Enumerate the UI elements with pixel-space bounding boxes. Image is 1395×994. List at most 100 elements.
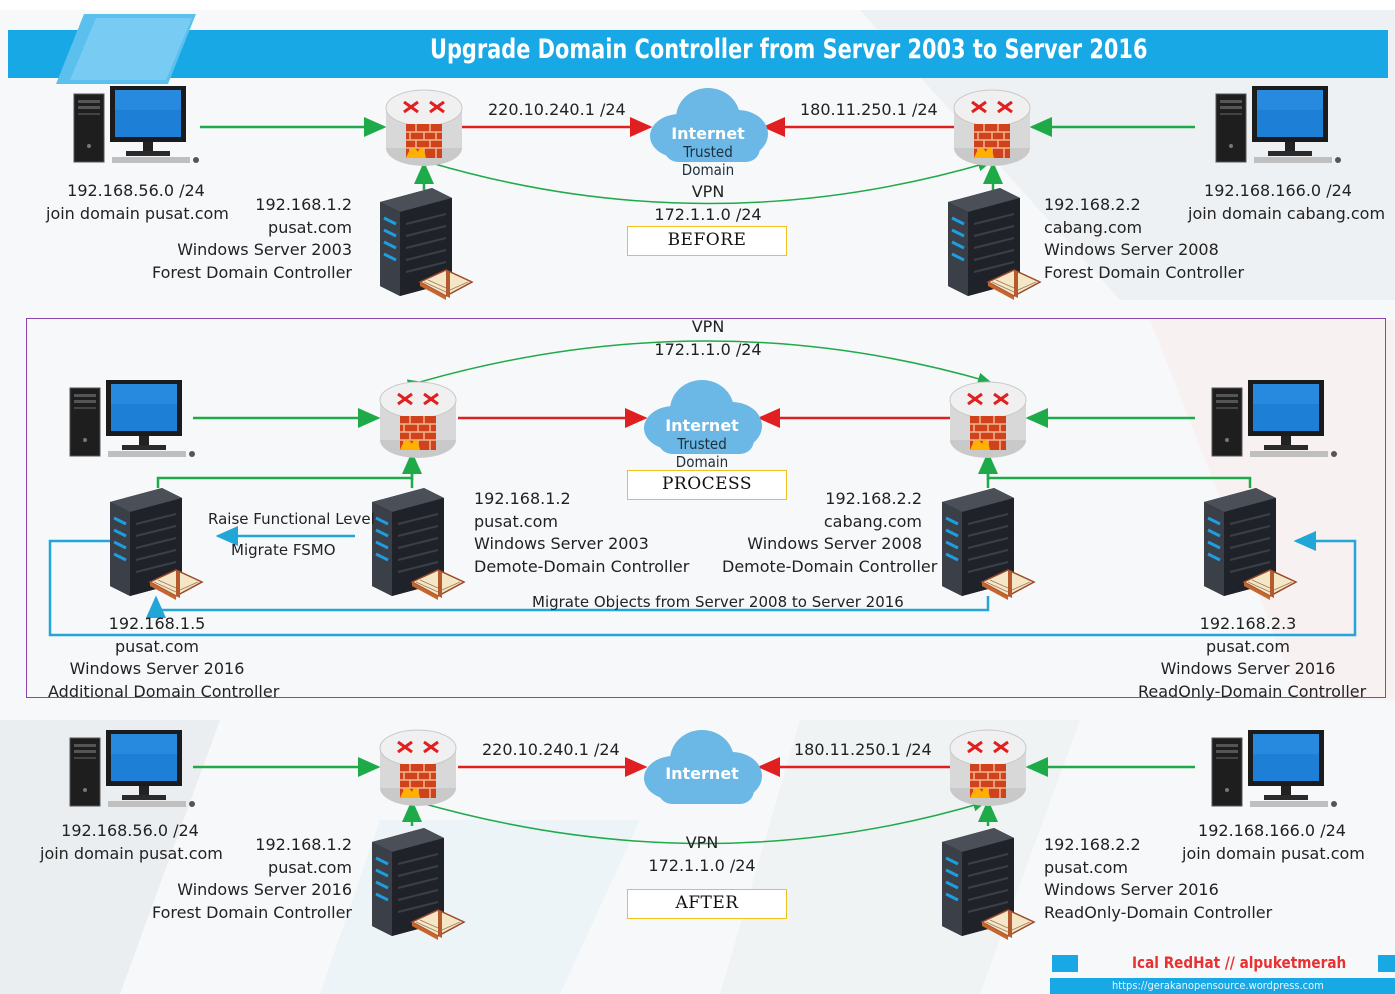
after-vpn-label: VPN 172.1.1.0 /24 <box>622 832 782 877</box>
process-left-dc-ip: 192.168.1.2 <box>474 489 571 508</box>
process-new-right-label: 192.168.2.3 pusat.com Windows Server 201… <box>1138 613 1367 703</box>
before-left-dc-role: Forest Domain Controller <box>151 262 352 282</box>
after-left-dc-domain: pusat.com <box>268 857 352 877</box>
after-right-wan-ip: 180.11.250.1 /24 <box>794 740 932 759</box>
process-right-dc-role: Demote-Domain Controller <box>722 556 938 576</box>
process-left-dc-server-icon <box>370 486 466 602</box>
before-right-dc-role: Forest Domain Controller <box>1044 262 1245 282</box>
before-right-dc-ip: 192.168.2.2 <box>1044 195 1141 214</box>
after-right-net-label: 192.168.166.0 /24 join domain pusat.com <box>1182 820 1365 865</box>
before-vpn-net: 172.1.1.0 /24 <box>654 204 762 224</box>
after-right-dc-role: ReadOnly-Domain Controller <box>1044 902 1273 922</box>
before-left-server-icon <box>378 186 474 302</box>
before-vpn-name: VPN <box>691 182 725 201</box>
after-stage-box: AFTER <box>627 889 787 919</box>
process-new-right-os: Windows Server 2016 <box>1160 659 1336 678</box>
process-raise-label: Raise Functional Level <box>208 510 375 528</box>
before-right-router-icon <box>952 88 1032 168</box>
before-right-dc-os: Windows Server 2008 <box>1044 240 1219 259</box>
before-left-wan-ip: 220.10.240.1 /24 <box>488 100 626 119</box>
after-right-dc-domain: pusat.com <box>1044 857 1128 877</box>
footer-square-right <box>1378 955 1395 972</box>
after-left-pc-icon <box>69 729 196 808</box>
after-vpn-tunnel <box>404 792 987 845</box>
process-left-dc-domain: pusat.com <box>474 511 558 531</box>
process-vpn-name: VPN <box>691 317 725 336</box>
process-new-left-os: Windows Server 2016 <box>69 659 245 678</box>
process-cloud-name: Internet <box>665 416 739 435</box>
process-left-dc-label: 192.168.1.2 pusat.com Windows Server 200… <box>474 488 689 578</box>
after-cloud-name: Internet <box>665 764 739 783</box>
after-left-dc-os: Windows Server 2016 <box>177 880 352 899</box>
before-left-net-desc: join domain pusat.com <box>46 203 229 223</box>
process-right-dc-domain: cabang.com <box>823 511 922 531</box>
before-left-router-icon <box>384 88 464 168</box>
after-right-router-icon <box>948 728 1028 808</box>
after-left-net-ip: 192.168.56.0 /24 <box>61 821 199 840</box>
after-left-dc-role: Forest Domain Controller <box>151 902 352 922</box>
process-right-dc-os: Windows Server 2008 <box>747 534 922 553</box>
process-left-dc-os: Windows Server 2003 <box>474 534 649 553</box>
after-left-router-icon <box>378 728 458 808</box>
before-cloud-label: Internet Trusted Domain <box>650 124 766 179</box>
process-new-left-role: Additional Domain Controller <box>48 681 280 701</box>
after-right-server-icon <box>940 826 1036 942</box>
footer-square-left <box>1052 955 1078 972</box>
after-left-wan-ip: 220.10.240.1 /24 <box>482 740 620 759</box>
process-vpn-label: VPN 172.1.1.0 /24 <box>628 316 788 361</box>
footer-bar <box>1050 978 1395 994</box>
before-right-server-icon <box>946 186 1042 302</box>
after-left-net-desc: join domain pusat.com <box>40 843 223 863</box>
after-right-dc-ip: 192.168.2.2 <box>1044 835 1141 854</box>
process-left-router-icon <box>378 380 458 460</box>
process-cloud-sub: Trusted Domain <box>675 435 729 471</box>
process-migrate-objects-link <box>146 595 990 618</box>
after-vpn-net: 172.1.1.0 /24 <box>648 855 756 875</box>
process-cloud-label: Internet Trusted Domain <box>644 416 760 471</box>
process-stage-box: PROCESS <box>627 470 787 500</box>
before-stage-box: BEFORE <box>627 226 787 256</box>
process-new-right-ip: 192.168.2.3 <box>1199 614 1297 633</box>
page-title: Upgrade Domain Controller from Server 20… <box>430 34 1148 65</box>
process-migrate-objects-label: Migrate Objects from Server 2008 to Serv… <box>532 593 904 611</box>
process-right-router-icon <box>948 380 1028 460</box>
before-right-dc-domain: cabang.com <box>1044 217 1143 237</box>
before-right-pc-icon <box>1215 85 1342 164</box>
after-right-dc-os: Windows Server 2016 <box>1044 880 1219 899</box>
before-right-net-label: 192.168.166.0 /24 join domain cabang.com <box>1188 180 1386 225</box>
process-new-right-domain: pusat.com <box>1206 636 1290 656</box>
title-tab-decoration <box>56 14 196 84</box>
after-left-dc-label: 192.168.1.2 pusat.com Windows Server 201… <box>150 834 352 924</box>
before-left-net-ip: 192.168.56.0 /24 <box>67 181 205 200</box>
process-fsmo-label: Migrate FSMO <box>231 541 336 559</box>
after-left-dc-ip: 192.168.1.2 <box>255 835 352 854</box>
process-right-pc-icon <box>1211 379 1338 458</box>
after-vpn-name: VPN <box>685 833 719 852</box>
before-cloud-sub: Trusted Domain <box>681 143 735 179</box>
after-left-net-label: 192.168.56.0 /24 join domain pusat.com <box>40 820 223 865</box>
process-vpn-tunnel <box>406 340 992 392</box>
before-right-net-desc: join domain cabang.com <box>1188 203 1386 223</box>
process-new-left-ip: 192.168.1.5 <box>108 614 206 633</box>
process-new-left-server-icon <box>108 486 204 602</box>
after-right-dc-label: 192.168.2.2 pusat.com Windows Server 201… <box>1044 834 1272 924</box>
process-right-dc-server-icon <box>940 486 1036 602</box>
before-left-dc-label: 192.168.1.2 pusat.com Windows Server 200… <box>150 194 352 284</box>
after-cloud-label: Internet <box>644 764 760 783</box>
process-right-dc-ip: 192.168.2.2 <box>825 489 922 508</box>
after-right-pc-icon <box>1211 729 1338 808</box>
before-cloud-name: Internet <box>671 124 745 143</box>
before-vpn-tunnel <box>414 152 992 205</box>
before-left-dc-os: Windows Server 2003 <box>177 240 352 259</box>
process-left-loop <box>48 531 1357 637</box>
process-left-pc-icon <box>69 379 196 458</box>
after-right-net-ip: 192.168.166.0 /24 <box>1198 821 1346 840</box>
footer-url-link[interactable]: https://gerakanopensource.wordpress.com <box>1112 979 1324 992</box>
before-right-wan-ip: 180.11.250.1 /24 <box>800 100 938 119</box>
before-vpn-label: VPN 172.1.1.0 /24 <box>628 181 788 226</box>
before-left-dc-domain: pusat.com <box>268 217 352 237</box>
after-left-server-icon <box>370 826 466 942</box>
process-new-right-role: ReadOnly-Domain Controller <box>1138 681 1367 701</box>
footer-author: Ical RedHat // alpuketmerah <box>1132 953 1347 972</box>
